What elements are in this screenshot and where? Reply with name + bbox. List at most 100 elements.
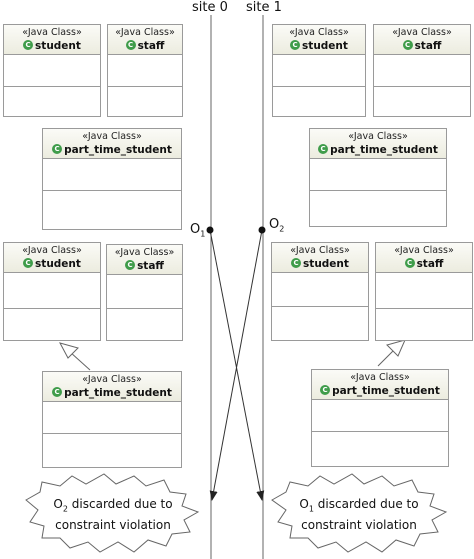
class-name: part_time_student (332, 385, 440, 397)
java-class-icon: C (404, 258, 415, 268)
operations-compartment (43, 191, 181, 229)
operations-compartment (374, 87, 470, 116)
class-stereotype: «Java Class» (289, 27, 349, 38)
operations-compartment (43, 434, 181, 467)
o2-label: O2 (269, 217, 285, 234)
operations-compartment (273, 87, 365, 116)
class-name: staff (137, 260, 164, 272)
left-discard-burst (25, 473, 200, 553)
operations-compartment (376, 309, 472, 340)
class-stereotype: «Java Class» (348, 131, 408, 142)
operations-compartment (310, 191, 446, 226)
java-class-icon: C (318, 144, 329, 154)
class-stereotype: «Java Class» (82, 374, 142, 385)
attributes-compartment (310, 159, 446, 191)
class-stereotype: «Java Class» (350, 372, 410, 383)
java-class-icon: C (23, 40, 34, 50)
site1-label: site 1 (246, 0, 282, 15)
java-class-icon: C (290, 40, 301, 50)
class-stereotype: «Java Class» (115, 27, 175, 38)
operations-compartment (4, 87, 100, 116)
class-name: part_time_student (64, 387, 172, 399)
operations-compartment (272, 307, 368, 340)
java-class-icon: C (52, 387, 63, 397)
o2-event-dot (258, 226, 266, 234)
right-inheritance-line (377, 348, 396, 367)
operations-compartment (312, 432, 448, 466)
java-class-icon: C (402, 40, 413, 50)
class-stereotype: «Java Class» (392, 27, 452, 38)
class-stereotype: «Java Class» (114, 247, 175, 258)
right-inheritance-arrowhead (386, 339, 406, 357)
java-class-icon: C (291, 258, 302, 268)
class-name: staff (137, 40, 165, 52)
class-stereotype: «Java Class» (22, 27, 82, 38)
class-name: student (35, 40, 81, 52)
operations-compartment (107, 309, 182, 340)
o1-event-dot (206, 226, 214, 234)
left-discard-message: O2 discarded due to constraint violation (53, 497, 173, 533)
left-inheritance-arrowhead (59, 342, 79, 359)
attributes-compartment (108, 55, 182, 87)
class-stereotype: «Java Class» (394, 245, 454, 256)
right-discard-message: O1 discarded due to constraint violation (299, 497, 419, 533)
attributes-compartment (374, 55, 470, 87)
attributes-compartment (107, 275, 182, 309)
right-discard-burst (271, 473, 448, 553)
attributes-compartment (43, 159, 181, 191)
attributes-compartment (4, 55, 100, 87)
java-class-icon: C (320, 385, 331, 395)
attributes-compartment (273, 55, 365, 87)
o1-label: O1 (190, 222, 206, 239)
attributes-compartment (272, 273, 368, 307)
class-stereotype: «Java Class» (82, 131, 142, 142)
attributes-compartment (312, 400, 448, 432)
site0-label: site 0 (192, 0, 228, 15)
class-name: staff (416, 258, 444, 270)
left-inheritance-line (69, 351, 91, 371)
class-name: staff (414, 40, 442, 52)
class-stereotype: «Java Class» (290, 245, 350, 256)
class-name: student (302, 40, 348, 52)
operations-compartment (4, 309, 100, 340)
class-name: student (303, 258, 349, 270)
class-name: part_time_student (64, 144, 172, 156)
attributes-compartment (4, 273, 100, 309)
attributes-compartment (376, 273, 472, 309)
java-class-icon: C (23, 258, 34, 268)
attributes-compartment (43, 402, 181, 434)
java-class-icon: C (52, 144, 63, 154)
o1-message-arrow (209, 229, 265, 501)
operations-compartment (108, 87, 182, 116)
java-class-icon: C (125, 260, 136, 270)
class-stereotype: «Java Class» (22, 245, 82, 256)
class-name: student (35, 258, 81, 270)
class-name: part_time_student (330, 144, 438, 156)
o2-message-arrow (209, 229, 263, 501)
